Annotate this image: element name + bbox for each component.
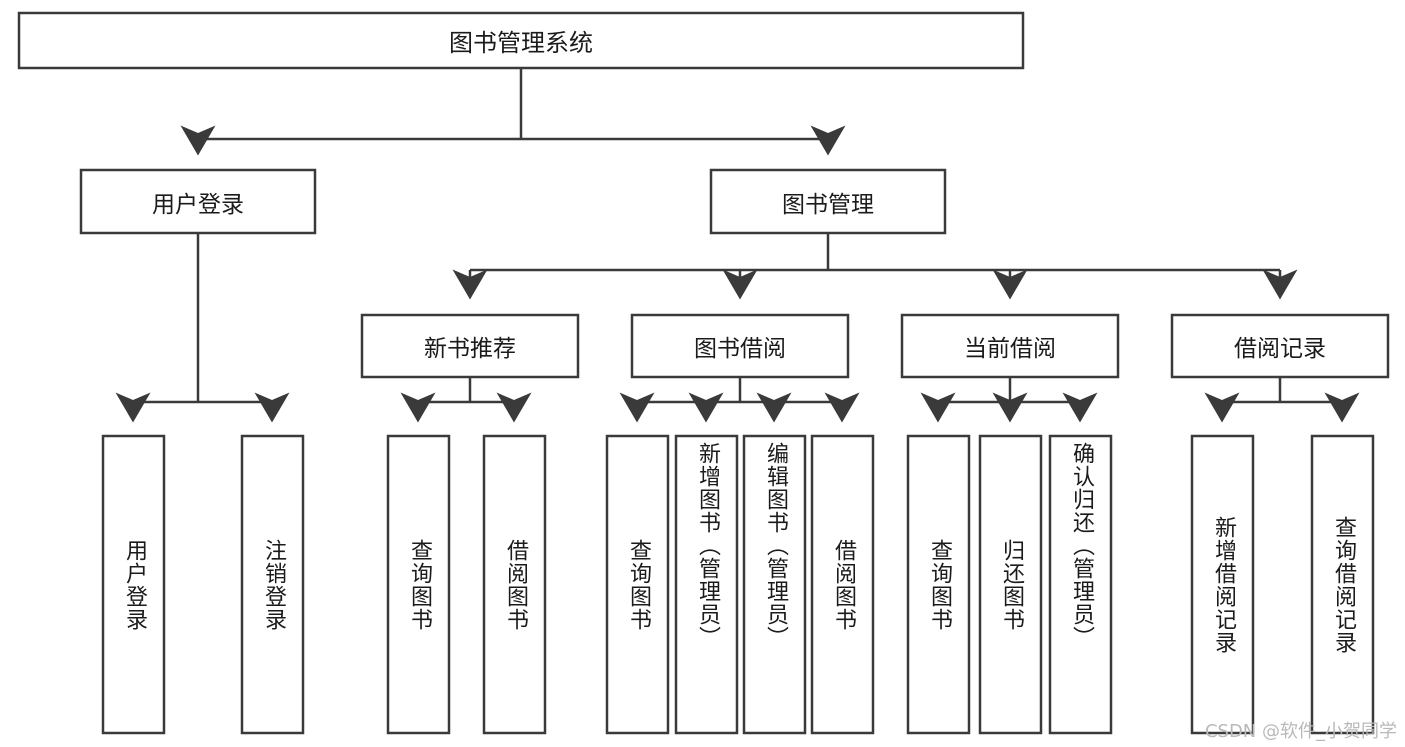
connector-currentborrow-to-leaves	[920, 377, 1098, 423]
node-box-leaf-add-book[interactable]	[674, 434, 739, 735]
node-box-book-borrow[interactable]	[630, 313, 850, 379]
node-box-leaf-borrow-book-2[interactable]	[810, 434, 875, 735]
node-box-leaf-return-book[interactable]	[978, 434, 1043, 735]
node-box-book-manage[interactable]	[709, 168, 947, 235]
connector-userlogin-to-leaves	[115, 233, 290, 423]
node-box-leaf-borrow-book-1[interactable]	[482, 434, 547, 735]
node-box-leaf-query-book-1[interactable]	[386, 434, 451, 735]
node-box-leaf-edit-book[interactable]	[742, 434, 807, 735]
connector-bookmanage-to-level3	[452, 233, 1298, 300]
node-box-borrow-record[interactable]	[1170, 313, 1390, 379]
connector-root-to-level2	[180, 68, 846, 156]
node-box-new-book-recommend[interactable]	[360, 313, 580, 379]
node-box-leaf-query-record[interactable]	[1310, 434, 1375, 735]
node-box-current-borrow[interactable]	[900, 313, 1120, 379]
node-box-leaf-user-logout[interactable]	[240, 434, 305, 735]
node-box-leaf-add-record[interactable]	[1190, 434, 1255, 735]
connector-bookborrow-to-leaves	[619, 377, 860, 423]
connector-borrowrecord-to-leaves	[1204, 377, 1360, 423]
connector-newbook-to-leaves	[400, 377, 532, 423]
node-box-leaf-query-book-3[interactable]	[906, 434, 971, 735]
watermark: CSDN @软件_小贺同学	[1204, 721, 1397, 742]
node-box-root[interactable]	[17, 11, 1025, 70]
node-box-user-login[interactable]	[79, 168, 317, 235]
node-box-leaf-query-book-2[interactable]	[605, 434, 670, 735]
node-box-leaf-confirm-return[interactable]	[1048, 434, 1113, 735]
node-box-leaf-user-login[interactable]	[101, 434, 166, 735]
